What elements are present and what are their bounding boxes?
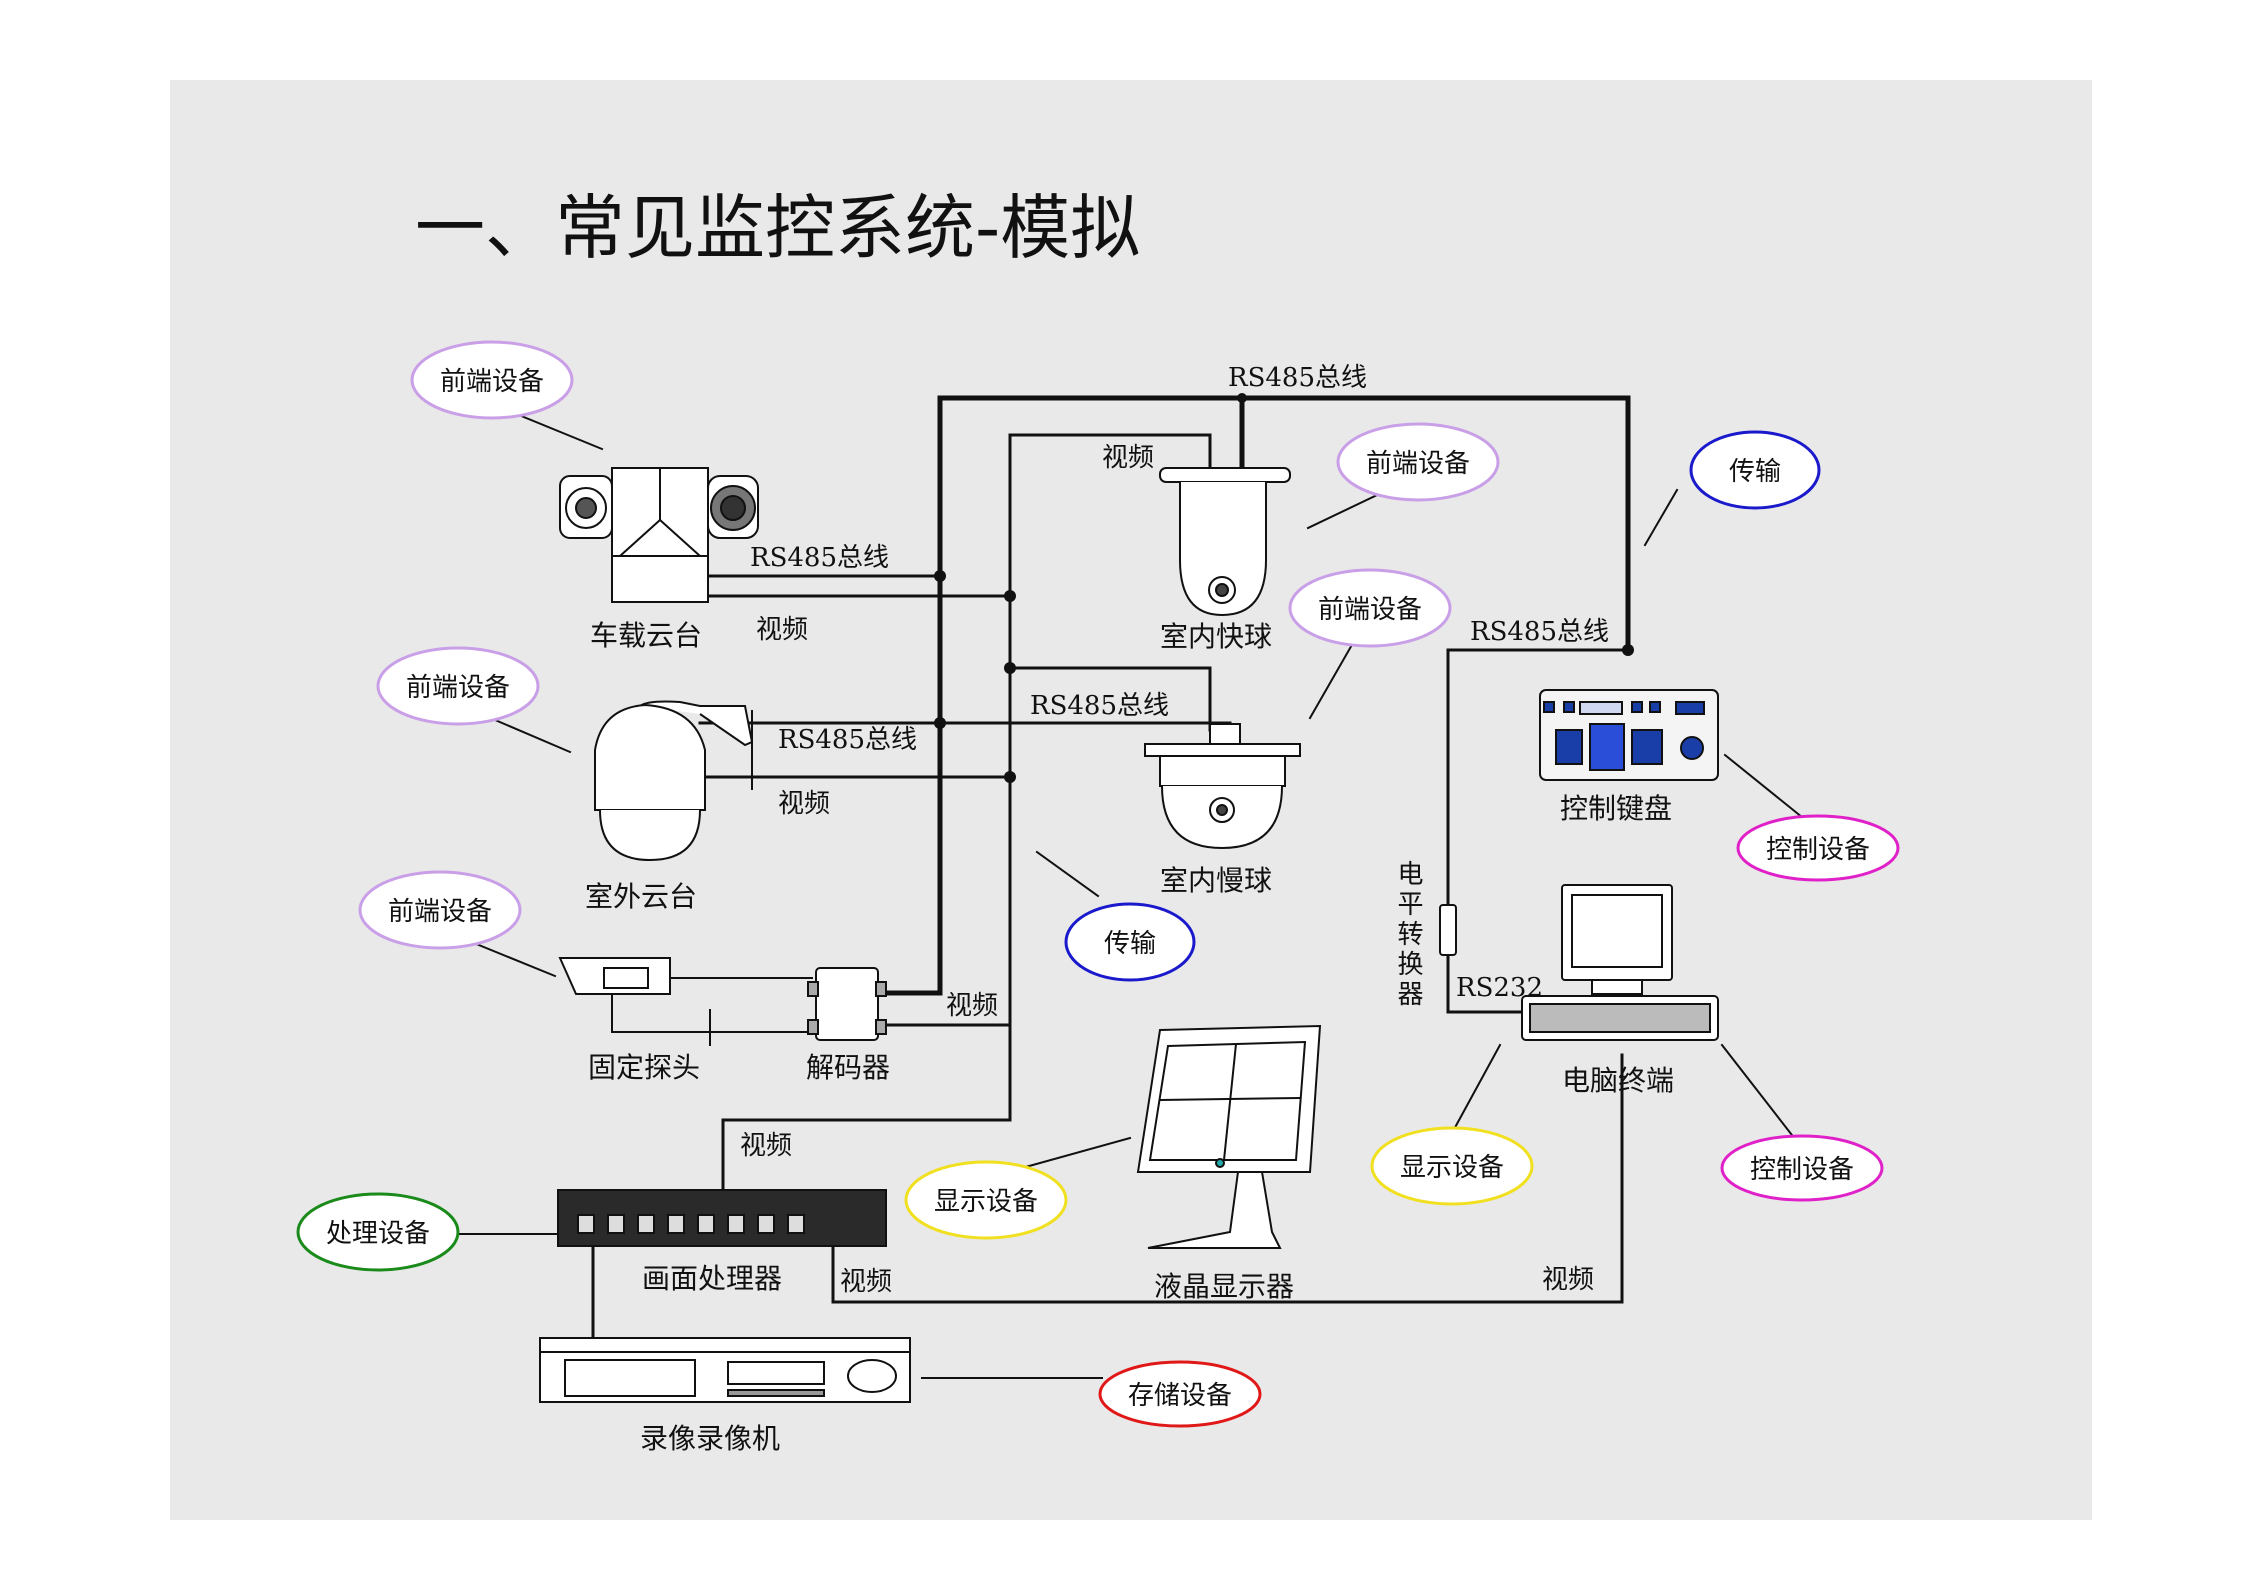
video-label-processor-in: 视频	[740, 1131, 792, 1161]
storage-bubble: 存储设备	[1098, 1360, 1262, 1428]
rs485-label-keyboard: RS485总线	[1470, 617, 1609, 647]
wires	[440, 395, 1820, 1379]
level-converter-icon	[1439, 904, 1457, 956]
fixed-camera-label: 固定探头	[588, 1051, 700, 1084]
frontend-bubble-3: 前端设备	[1288, 568, 1452, 648]
display-bubble-2: 显示设备	[1370, 1126, 1534, 1206]
svg-text:显示设备: 显示设备	[1400, 1153, 1504, 1183]
svg-text:前端设备: 前端设备	[388, 897, 492, 927]
computer-terminal-icon	[1521, 884, 1719, 1041]
frontend-bubble-2: 前端设备	[1336, 422, 1500, 502]
rs485-bus-main	[937, 395, 1631, 996]
svg-text:控制设备: 控制设备	[1750, 1155, 1854, 1185]
indoor-fast-dome-label: 室内快球	[1160, 620, 1272, 653]
video-label-fast-dome: 视频	[1102, 443, 1154, 473]
level-converter-label: 电平转换器	[1393, 860, 1423, 1010]
svg-text:传输: 传输	[1729, 457, 1781, 487]
video-label-vehicle: 视频	[756, 615, 808, 645]
rs485-label-vehicle: RS485总线	[750, 543, 889, 573]
lcd-monitor-label: 液晶显示器	[1154, 1270, 1294, 1303]
video-label-outdoor: 视频	[778, 789, 830, 819]
svg-text:前端设备: 前端设备	[440, 367, 544, 397]
quad-processor-label: 画面处理器	[642, 1262, 782, 1295]
frontend-bubble-1: 前端设备	[410, 340, 574, 420]
control-keyboard-icon	[1539, 689, 1719, 781]
svg-text:传输: 传输	[1104, 929, 1156, 959]
svg-text:存储设备: 存储设备	[1128, 1381, 1232, 1411]
vehicle-ptz-label: 车载云台	[590, 619, 702, 652]
indoor-slow-dome-icon	[1144, 723, 1301, 850]
video-label-decoder: 视频	[946, 991, 998, 1021]
rs232-label: RS232	[1456, 973, 1543, 1003]
computer-terminal-label: 电脑终端	[1562, 1064, 1674, 1097]
page-title: 一、常见监控系统-模拟	[415, 187, 1140, 269]
outdoor-ptz-icon	[594, 700, 754, 862]
video-to-processor	[721, 1023, 1012, 1192]
display-bubble-1: 显示设备	[904, 1160, 1068, 1240]
rs485-label-outdoor: RS485总线	[778, 725, 917, 755]
video-recorder-label: 录像录像机	[640, 1422, 780, 1455]
video-recorder-icon	[539, 1337, 911, 1403]
control-bubble-2: 控制设备	[1720, 1134, 1884, 1202]
junction-dots	[934, 393, 1634, 783]
decoder-label: 解码器	[806, 1051, 890, 1084]
category-bubbles: 前端设备 前端设备 前端设备 前端设备 前端设备 传输 传输 控制设备 控制设备…	[296, 340, 1900, 1428]
video-label-computer: 视频	[1542, 1265, 1594, 1295]
frontend-bubble-4: 前端设备	[376, 646, 540, 726]
vehicle-ptz-icon	[559, 467, 759, 603]
outdoor-ptz-label: 室外云台	[585, 880, 697, 913]
svg-text:前端设备: 前端设备	[1366, 449, 1470, 479]
svg-text:处理设备: 处理设备	[326, 1219, 430, 1249]
rs485-label-top: RS485总线	[1228, 363, 1367, 393]
control-bubble-1: 控制设备	[1736, 814, 1900, 882]
svg-text:显示设备: 显示设备	[934, 1187, 1038, 1217]
decoder-icon	[807, 967, 887, 1041]
quad-processor-icon	[557, 1189, 887, 1247]
svg-text:前端设备: 前端设备	[406, 673, 510, 703]
rs485-label-slow-dome: RS485总线	[1030, 691, 1169, 721]
processing-bubble: 处理设备	[296, 1192, 460, 1272]
frontend-bubble-5: 前端设备	[358, 870, 522, 950]
indoor-fast-dome-icon	[1159, 467, 1291, 617]
fixed-camera-icon	[558, 957, 671, 995]
transmission-bubble-2: 传输	[1064, 902, 1196, 982]
video-label-processor-out: 视频	[840, 1267, 892, 1297]
indoor-slow-dome-label: 室内慢球	[1160, 864, 1272, 897]
svg-text:前端设备: 前端设备	[1318, 595, 1422, 625]
transmission-bubble-1: 传输	[1689, 430, 1821, 510]
svg-text:控制设备: 控制设备	[1766, 835, 1870, 865]
wire-labels: RS485总线 视频 RS485总线 视频 RS485总线 RS485总线 视频…	[740, 363, 1609, 1297]
control-keyboard-label: 控制键盘	[1560, 792, 1672, 825]
slide	[170, 80, 2092, 1520]
lcd-monitor-icon	[1136, 1024, 1322, 1249]
